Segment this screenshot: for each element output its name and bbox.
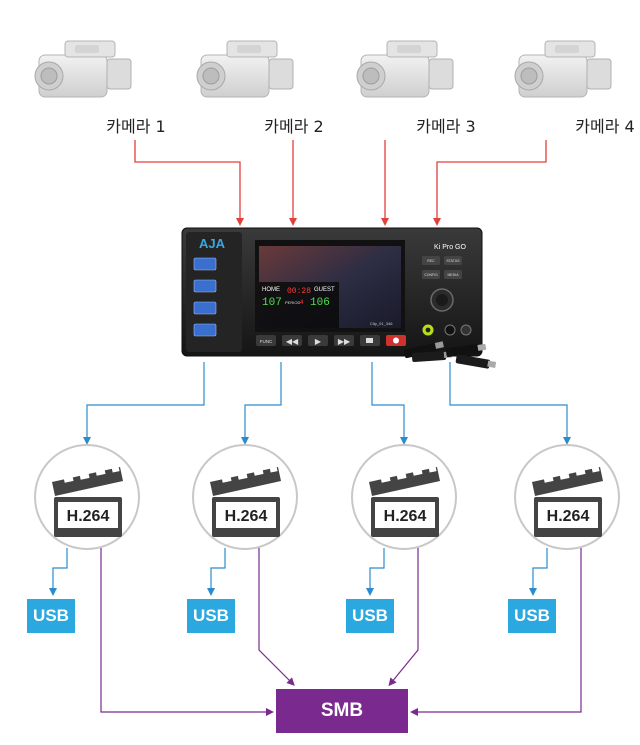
usb-connector-2 — [207, 548, 226, 596]
play-icon: ▶ — [315, 337, 322, 346]
side-button-1: REC — [427, 259, 435, 263]
side-buttons: REC STATUS CONFIG MEDIA — [422, 256, 462, 279]
camera-4 — [514, 40, 612, 98]
encoder-3: H.264 — [351, 444, 457, 550]
usb-destination-1: USB — [27, 599, 75, 633]
codec-label: H.264 — [225, 508, 268, 525]
camera-label-2: 카메라 2 — [264, 117, 324, 136]
clip-name: Clip_01_346 — [370, 321, 393, 326]
output-connector-4 — [449, 362, 571, 445]
output-connector-1 — [83, 362, 205, 445]
fast-forward-icon: ▶▶ — [338, 337, 351, 346]
output-connector-2 — [241, 362, 282, 445]
codec-label: H.264 — [384, 508, 427, 525]
input-connector-4 — [433, 140, 547, 226]
usb-connector-1 — [49, 548, 68, 596]
usb-flash-drives — [403, 341, 497, 369]
camcorder-icon — [356, 40, 454, 98]
rewind-icon: ◀◀ — [286, 337, 299, 346]
headphone-jack — [444, 324, 456, 336]
volume-knob — [460, 324, 472, 336]
side-button-4: MEDIA — [447, 273, 459, 277]
home-score: 107 — [262, 297, 282, 309]
period-value: 4 — [300, 300, 304, 306]
usb-ports — [193, 257, 217, 337]
camera-label-3: 카메라 3 — [416, 117, 476, 136]
smb-destination: SMB — [276, 689, 408, 733]
encoder-4: H.264 — [514, 444, 620, 550]
guest-score: 106 — [310, 297, 330, 309]
clapperboard-icon — [210, 465, 281, 537]
encoder-2: H.264 — [192, 444, 298, 550]
smb-connector-1 — [100, 548, 274, 716]
usb-connector-4 — [529, 548, 548, 596]
side-button-3: CONFIG — [424, 273, 438, 277]
func-button: FUNC — [260, 339, 273, 344]
model-label: Ki Pro GO — [434, 244, 466, 251]
smb-connector-2 — [258, 548, 295, 686]
usb-destination-2: USB — [187, 599, 235, 633]
clapperboard-icon — [532, 465, 603, 537]
stop-icon — [366, 338, 373, 343]
brand-logo: AJA — [199, 236, 226, 251]
guest-label: GUEST — [314, 287, 335, 293]
encoder-1: H.264 — [34, 444, 140, 550]
camcorder-icon — [34, 40, 132, 98]
record-icon — [393, 337, 399, 344]
smb-connector-4 — [410, 548, 582, 716]
camera-label-4: 카메라 4 — [575, 117, 635, 136]
codec-label: H.264 — [547, 508, 590, 525]
usb-destination-4: USB — [508, 599, 556, 633]
input-connector-1 — [134, 140, 244, 226]
transport-controls: FUNC ◀◀ ▶ ▶▶ — [256, 335, 406, 346]
game-clock: 00:28 — [287, 287, 311, 296]
camcorder-icon — [514, 40, 612, 98]
camera-1 — [34, 40, 132, 98]
period-label: PERIOD — [285, 300, 300, 305]
camcorder-icon — [196, 40, 294, 98]
side-button-2: STATUS — [446, 259, 460, 263]
camera-2 — [196, 40, 294, 98]
usb-destination-3: USB — [346, 599, 394, 633]
home-label: HOME — [262, 287, 280, 293]
camera-3 — [356, 40, 454, 98]
clapperboard-icon — [52, 465, 123, 537]
output-connector-3 — [371, 362, 408, 445]
smb-connector-3 — [388, 548, 419, 687]
clapperboard-icon — [369, 465, 440, 537]
codec-label: H.264 — [67, 508, 110, 525]
scoreboard-overlay: HOME GUEST 00:28 107 106 PERIOD 4 — [259, 282, 339, 328]
camera-label-1: 카메라 1 — [106, 117, 166, 136]
usb-connector-3 — [366, 548, 385, 596]
ki-pro-go-recorder: AJA HOME GUEST 00:28 107 106 PERIOD 4 Cl… — [181, 227, 483, 357]
